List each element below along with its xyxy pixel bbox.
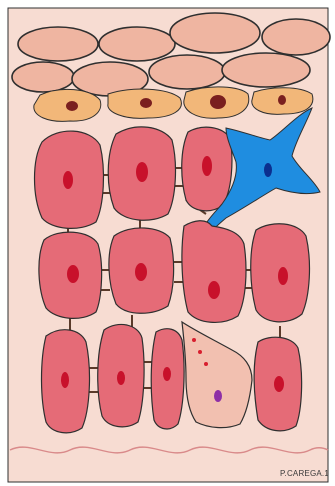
spinous-cell-nucleus — [208, 281, 220, 299]
squamous-cell — [149, 55, 225, 89]
dendritic-cell-nucleus — [264, 163, 272, 177]
squamous-cell — [262, 19, 330, 55]
squamous-cell — [12, 62, 74, 92]
spinous-cell — [182, 127, 232, 211]
artist-signature: P.CAREGA.1 — [280, 469, 329, 478]
granular-cell-nucleus — [210, 95, 226, 109]
clear-cell-nucleus — [214, 390, 222, 402]
spinous-cell-nucleus — [274, 376, 284, 392]
spinous-cell — [108, 127, 175, 220]
spinous-cell-nucleus — [202, 156, 212, 176]
spinous-cell — [151, 329, 184, 429]
squamous-cell — [222, 53, 310, 87]
spinous-cell — [109, 228, 174, 313]
granular-cell-nucleus — [278, 95, 286, 105]
spinous-cell-nucleus — [61, 372, 69, 388]
spinous-cell-nucleus — [67, 265, 79, 283]
spinous-cell — [39, 232, 102, 318]
granular-cell — [184, 87, 249, 118]
granular-cell — [108, 89, 182, 118]
spinous-cell — [35, 131, 104, 228]
granular-cell — [34, 89, 101, 121]
spinous-cell — [254, 337, 301, 431]
spinous-cell-nucleus — [117, 371, 125, 385]
granule — [204, 362, 208, 366]
spinous-cell-nucleus — [63, 171, 73, 189]
spinous-cell — [42, 330, 90, 433]
spinous-cell — [98, 324, 144, 426]
spinous-cell — [251, 224, 310, 322]
granular-cell — [252, 88, 313, 115]
granule — [198, 350, 202, 354]
granular-cell-nucleus — [140, 98, 152, 108]
spinous-cell-row-3 — [42, 324, 302, 432]
spinous-cell-nucleus — [163, 367, 171, 381]
squamous-cell — [99, 27, 175, 61]
granular-cell-nucleus — [66, 101, 78, 111]
spinous-cell-nucleus — [278, 267, 288, 285]
squamous-cell — [170, 13, 260, 53]
spinous-cell-nucleus — [136, 162, 148, 182]
squamous-cell — [18, 27, 98, 61]
spinous-cell-nucleus — [135, 263, 147, 281]
granule — [192, 338, 196, 342]
spinous-cell — [182, 221, 246, 323]
